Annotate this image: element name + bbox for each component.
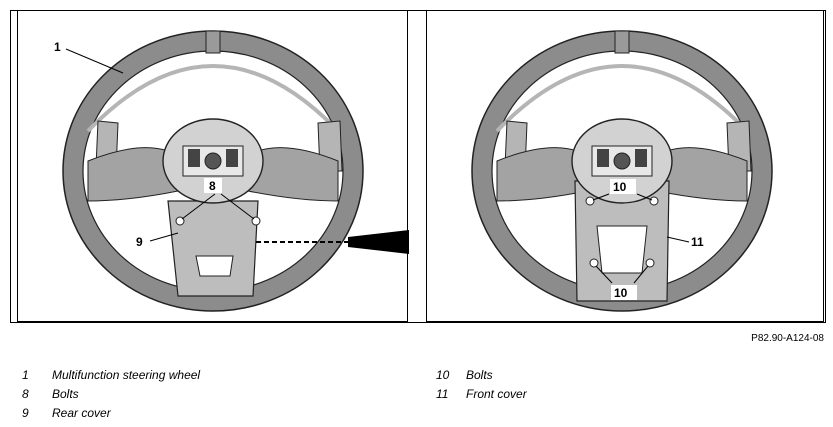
leader-line-9 xyxy=(149,232,179,242)
callout-10-upper: 10 xyxy=(613,180,627,194)
legend-item: 8 Bolts xyxy=(22,385,402,404)
legend-item: 9 Rear cover xyxy=(22,404,402,423)
legend-number: 10 xyxy=(436,368,450,382)
leader-line-10-upper-b xyxy=(636,193,653,201)
figure-panel-front-view: 10 10 11 xyxy=(426,10,824,322)
callout-11: 11 xyxy=(691,235,704,249)
legend-label: Multifunction steering wheel xyxy=(52,368,201,382)
callout-8: 8 xyxy=(209,179,216,193)
bolt-upper-right xyxy=(649,196,659,206)
leader-line-8b xyxy=(220,193,255,220)
callout-9: 9 xyxy=(136,235,143,249)
legend-label: Rear cover xyxy=(52,406,111,420)
rear-cover xyxy=(167,200,259,297)
transition-arrow xyxy=(348,230,409,254)
legend-label: Bolts xyxy=(466,368,493,382)
leader-line-10-lower-b xyxy=(633,265,649,284)
legend-number: 11 xyxy=(436,387,449,401)
leader-line-11 xyxy=(666,236,690,243)
legend-column-right: 10 Bolts 11 Front cover xyxy=(436,366,816,404)
leader-line-10-upper-a xyxy=(592,193,610,201)
steering-wheel-illustration-right: 10 10 11 xyxy=(471,30,773,312)
legend-label: Front cover xyxy=(466,387,527,401)
callout-1: 1 xyxy=(54,40,61,54)
bolt-upper-left xyxy=(585,196,595,206)
leader-line-10-lower-a xyxy=(595,265,613,284)
legend-label: Bolts xyxy=(52,387,79,401)
bolt-lower-left xyxy=(589,258,599,268)
legend-item: 11 Front cover xyxy=(436,385,816,404)
bolt-lower-right xyxy=(645,258,655,268)
figure-reference-code: P82.90-A124-08 xyxy=(751,333,824,344)
callout-10-lower: 10 xyxy=(614,286,628,300)
legend-column-left: 1 Multifunction steering wheel 8 Bolts 9… xyxy=(22,366,402,423)
legend-item: 10 Bolts xyxy=(436,366,816,385)
figure-panel-rear-view: 1 8 9 xyxy=(17,10,409,322)
legend-number: 9 xyxy=(22,406,29,420)
legend-number: 8 xyxy=(22,387,29,401)
steering-wheel-illustration-left: 1 8 9 xyxy=(54,30,409,312)
figure-frame xyxy=(10,10,826,323)
leader-line-1 xyxy=(65,48,124,74)
leader-line-8a xyxy=(181,193,216,220)
legend-item: 1 Multifunction steering wheel xyxy=(22,366,402,385)
legend-number: 1 xyxy=(22,368,29,382)
